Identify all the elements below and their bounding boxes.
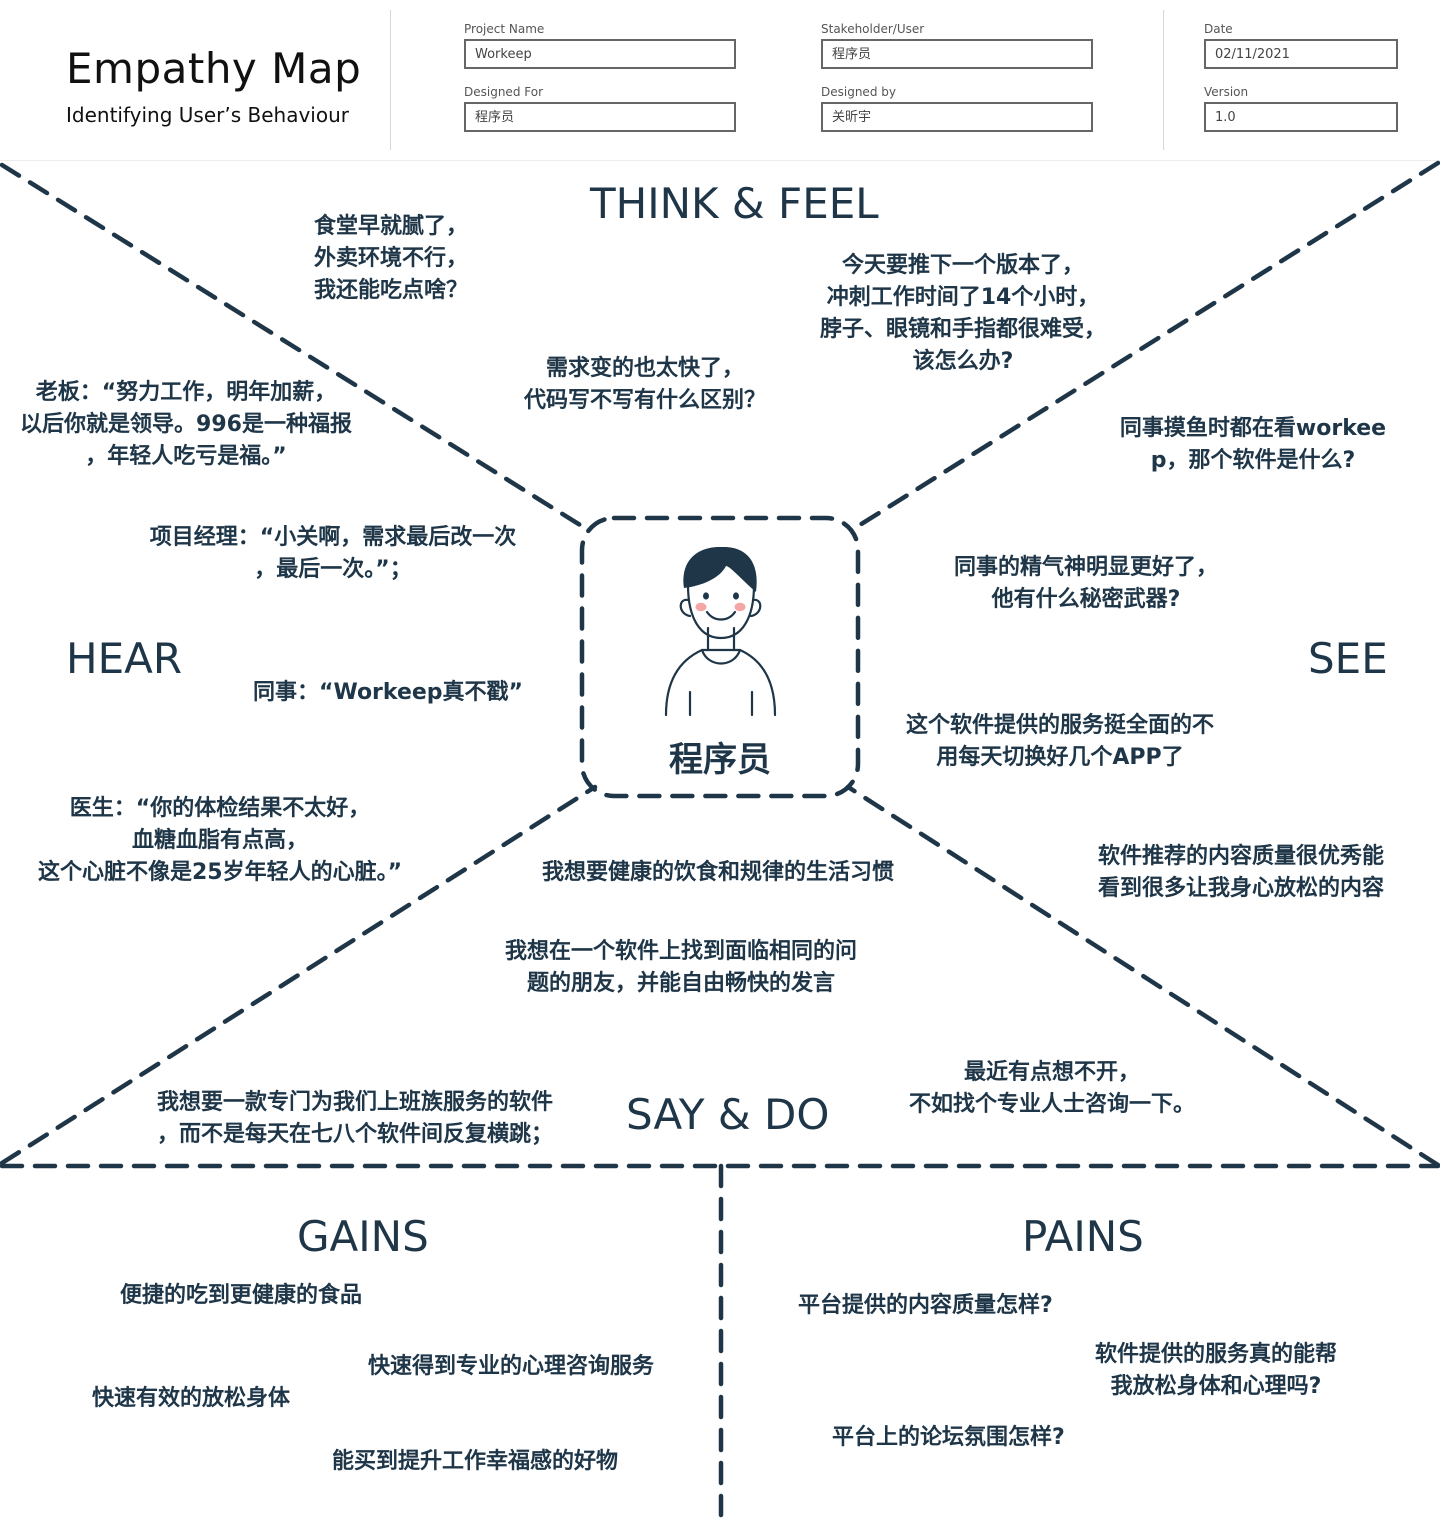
note-line: 血糖血脂有点高， xyxy=(131,828,308,853)
gains-note: 快速得到专业的心理咨询服务 xyxy=(368,1354,655,1379)
note-line: 同事摸鱼时都在看workee xyxy=(1119,416,1387,441)
see-note: 软件推荐的内容质量很优秀能 看到很多让我身心放松的内容 xyxy=(1098,841,1384,905)
note-line: 我还能吃点啥？ xyxy=(314,278,469,303)
page-subtitle: Identifying User’s Behaviour xyxy=(66,103,349,127)
date-field[interactable]: 02/11/2021 xyxy=(1204,39,1398,69)
avatar-cheek-left xyxy=(695,602,707,612)
gains-note: 便捷的吃到更健康的食品 xyxy=(120,1283,363,1308)
pains-note: 软件提供的服务真的能帮 我放松身体和心理吗? xyxy=(1070,1339,1362,1403)
note-line: 老板：“努力工作，明年加薪， xyxy=(35,380,337,405)
note-line: 用每天切换好几个APP了 xyxy=(936,745,1184,770)
header-divider xyxy=(390,10,391,150)
think-feel-note: 今天要推下一个版本了， 冲刺工作时间了14个小时， 脖子、眼镜和手指都很难受， … xyxy=(808,250,1118,378)
pains-note: 平台提供的内容质量怎样? xyxy=(798,1293,1053,1318)
section-pains: PAINS xyxy=(1022,1212,1144,1261)
section-think-feel: THINK & FEEL xyxy=(590,179,879,228)
note-line: 不如找个专业人士咨询一下。 xyxy=(908,1092,1195,1117)
avatar-eye-left xyxy=(703,592,709,600)
note-line: 这个软件提供的服务挺全面的不 xyxy=(905,713,1214,738)
note-line: 需求变的也太快了， xyxy=(545,356,744,381)
hear-note: 项目经理：“小关啊，需求最后改一次 ，最后一次。”； xyxy=(128,522,538,586)
divider-top-left xyxy=(0,162,588,531)
note-line: 外卖环境不行， xyxy=(314,246,469,271)
version-field[interactable]: 1.0 xyxy=(1204,102,1398,132)
section-say-do: SAY & DO xyxy=(626,1090,830,1139)
designed-by-label: Designed by xyxy=(821,85,896,99)
stakeholder-field[interactable]: 程序员 xyxy=(821,39,1093,69)
note-line: 我想在一个软件上找到面临相同的问 xyxy=(504,939,857,964)
say-do-note: 我想要健康的饮食和规律的生活习惯 xyxy=(542,857,894,889)
note-line: 软件提供的服务真的能帮 xyxy=(1094,1342,1337,1367)
section-hear: HEAR xyxy=(66,634,183,683)
see-note: 同事的精气神明显更好了， 他有什么秘密武器? xyxy=(938,552,1234,616)
project-name-label: Project Name xyxy=(464,22,545,36)
note-line: 以后你就是领导。996是一种福报 xyxy=(20,412,352,437)
stakeholder-label: Stakeholder/User xyxy=(821,22,925,36)
project-name-field[interactable]: Workeep xyxy=(464,39,736,69)
note-line: 冲刺工作时间了14个小时， xyxy=(826,285,1100,310)
programmer-avatar-icon xyxy=(664,583,777,717)
note-line: ，而不是每天在七八个软件间反复横跳； xyxy=(156,1122,553,1147)
gains-note: 能买到提升工作幸福感的好物 xyxy=(332,1449,619,1474)
designed-for-label: Designed For xyxy=(464,85,543,99)
page-title: Empathy Map xyxy=(66,44,362,93)
note-line: 这个心脏不像是25岁年轻人的心脏。” xyxy=(37,860,403,885)
header-bottom-rule xyxy=(0,160,1440,161)
note-line: 代码写不写有什么区别？ xyxy=(523,388,766,413)
hear-note: 老板：“努力工作，明年加薪， 以后你就是领导。996是一种福报 ，年轻人吃亏是福… xyxy=(6,377,366,473)
divider-bottom-right xyxy=(845,784,1440,1168)
note-line: ，最后一次。”； xyxy=(254,557,412,582)
note-line: 我想要一款专门为我们上班族服务的软件 xyxy=(156,1090,553,1115)
designed-by-field[interactable]: 关昕宇 xyxy=(821,102,1093,132)
note-line: 我想要健康的饮食和规律的生活习惯 xyxy=(542,860,895,885)
section-gains: GAINS xyxy=(297,1212,429,1261)
note-line: 软件推荐的内容质量很优秀能 xyxy=(1098,844,1385,869)
pains-note: 平台上的论坛氛围怎样? xyxy=(832,1425,1065,1450)
say-do-note: 我想在一个软件上找到面临相同的问 题的朋友，并能自由畅快的发言 xyxy=(476,936,886,1000)
header-divider xyxy=(1163,10,1164,150)
section-see: SEE xyxy=(1308,634,1388,683)
version-label: Version xyxy=(1204,85,1249,99)
note-line: 题的朋友，并能自由畅快的发言 xyxy=(526,971,835,996)
see-note: 这个软件提供的服务挺全面的不 用每天切换好几个APP了 xyxy=(880,710,1240,774)
avatar-eye-right xyxy=(733,592,739,600)
designed-for-field[interactable]: 程序员 xyxy=(464,102,736,132)
think-feel-note: 食堂早就腻了， 外卖环境不行， 我还能吃点啥？ xyxy=(314,211,468,307)
note-line: 脖子、眼镜和手指都很难受， xyxy=(819,317,1106,342)
gains-note: 快速有效的放松身体 xyxy=(92,1386,291,1411)
note-line: 食堂早就腻了， xyxy=(314,214,469,239)
date-label: Date xyxy=(1204,22,1233,36)
divider-bottom-left xyxy=(0,784,598,1166)
center-frame xyxy=(579,515,861,799)
divider-top-right xyxy=(852,160,1440,531)
say-do-note: 最近有点想不开， 不如找个专业人士咨询一下。 xyxy=(892,1057,1212,1121)
note-line: ，年轻人吃亏是福。” xyxy=(85,444,287,469)
note-line: 看到很多让我身心放松的内容 xyxy=(1098,876,1385,901)
think-feel-note: 需求变的也太快了， 代码写不写有什么区别？ xyxy=(500,353,790,417)
note-line: 我放松身体和心理吗? xyxy=(1110,1374,1322,1399)
center-persona-label: 程序员 xyxy=(669,740,771,780)
see-note: 同事摸鱼时都在看workee p，那个软件是什么? xyxy=(1110,413,1396,477)
note-line: 该怎么办? xyxy=(912,349,1014,374)
avatar-cheek-right xyxy=(734,602,746,612)
avatar-hair xyxy=(683,546,757,592)
say-do-note: 我想要一款专门为我们上班族服务的软件 ，而不是每天在七八个软件间反复横跳； xyxy=(132,1087,578,1151)
note-line: p，那个软件是什么? xyxy=(1150,448,1356,473)
hear-note: 医生：“你的体检结果不太好， 血糖血脂有点高， 这个心脏不像是25岁年轻人的心脏… xyxy=(10,793,430,889)
note-line: 项目经理：“小关啊，需求最后改一次 xyxy=(149,525,517,550)
note-line: 今天要推下一个版本了， xyxy=(841,253,1084,278)
hear-note: 同事：“Workeep真不戳” xyxy=(253,677,523,709)
note-line: 同事：“Workeep真不戳” xyxy=(253,680,523,705)
note-line: 最近有点想不开， xyxy=(963,1060,1140,1085)
note-line: 医生：“你的体检结果不太好， xyxy=(69,796,371,821)
note-line: 他有什么秘密武器? xyxy=(991,587,1181,612)
note-line: 同事的精气神明显更好了， xyxy=(953,555,1218,580)
